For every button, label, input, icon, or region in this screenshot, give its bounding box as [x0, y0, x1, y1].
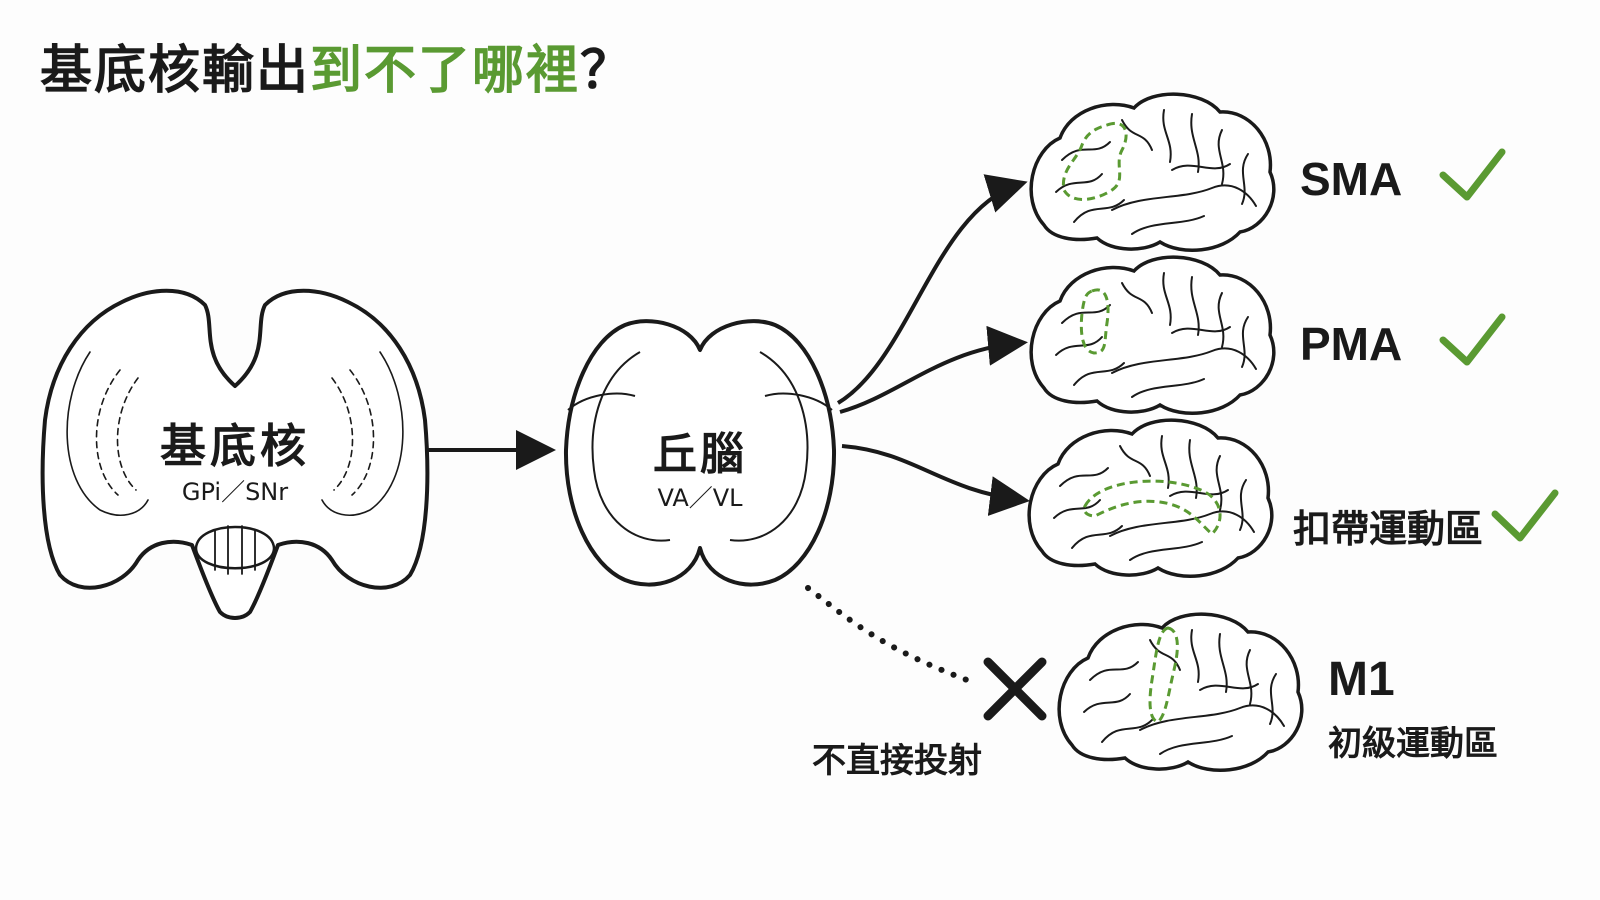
source-label: 基底核 — [160, 419, 310, 473]
page-title: 基底核輸出到不了哪裡？ — [40, 28, 634, 103]
arrow-thalamus-to-sma — [836, 174, 1028, 405]
relay-label: 丘腦 — [653, 429, 747, 480]
dotted-path-to-m1 — [805, 585, 978, 686]
source-sublabel: GPi／SNr — [181, 478, 289, 506]
brain-m1-icon — [1057, 612, 1304, 773]
target-label-sma: SMA — [1300, 153, 1403, 205]
target-sublabel-m1: 初級運動區 — [1328, 724, 1498, 764]
brain-sma-icon — [1029, 92, 1276, 253]
check-icon — [1491, 489, 1559, 542]
arrow-thalamus-to-pma — [839, 325, 1028, 414]
check-icon — [1439, 313, 1506, 366]
title-question-mark: ？ — [580, 41, 635, 101]
target-label-pma: PMA — [1300, 318, 1403, 370]
brain-pma-icon — [1029, 255, 1276, 416]
relay-sublabel: VA／VL — [657, 484, 743, 512]
target-label-m1: M1 — [1328, 653, 1395, 706]
thalamus-icon — [563, 319, 837, 587]
check-icon — [1439, 148, 1506, 201]
blocked-note: 不直接投射 — [812, 741, 982, 781]
title-part1: 基底核輸出 — [40, 41, 311, 101]
brain-coronal-section-icon — [40, 288, 430, 620]
arrow-thalamus-to-cingulate — [841, 444, 1030, 516]
cross-icon — [983, 657, 1047, 721]
target-label-cingulate: 扣帶運動區 — [1293, 507, 1484, 551]
title-highlight: 到不了哪裡 — [310, 41, 581, 101]
brain-cingulate-icon — [1027, 418, 1274, 579]
